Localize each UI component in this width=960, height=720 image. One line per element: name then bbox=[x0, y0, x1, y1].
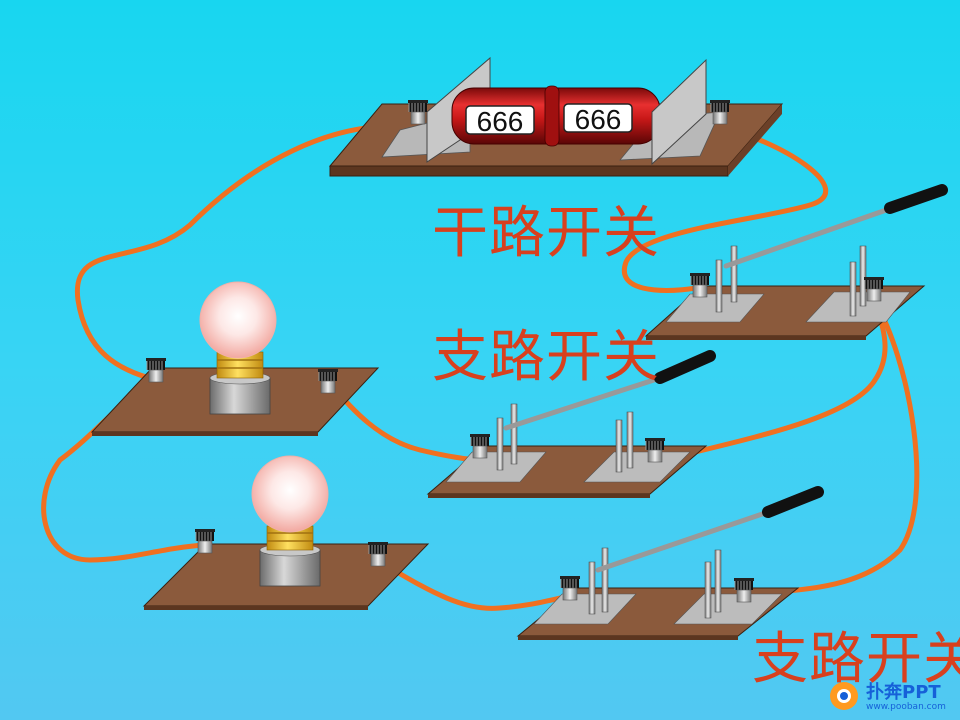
main-switch-label: 干路开关 bbox=[432, 201, 660, 266]
main-switch-handle[interactable] bbox=[884, 184, 948, 214]
branch-switch-2-terminal-right bbox=[733, 577, 755, 603]
branch-switch-1-lever[interactable] bbox=[503, 375, 663, 431]
branch-switch-2-label: 支路开关 bbox=[752, 627, 960, 692]
resistor-terminal-left bbox=[407, 99, 429, 125]
resistor-band-2: 666 bbox=[575, 104, 622, 135]
logo-url: www.pooban.com bbox=[866, 702, 946, 712]
resistor-band-1: 666 bbox=[477, 106, 524, 137]
wire-resistor-to-main-switch bbox=[621, 123, 829, 293]
wire-main-to-branch2 bbox=[741, 297, 920, 597]
bulb1-terminal-right bbox=[317, 368, 339, 394]
lamp-socket-2 bbox=[259, 525, 321, 587]
logo-brand: 扑奔PPT bbox=[866, 682, 941, 703]
lamp-socket-1 bbox=[209, 351, 271, 415]
bulb-board-2 bbox=[142, 455, 430, 610]
branch-switch-2-lever[interactable] bbox=[595, 509, 771, 573]
wire-bulb1-to-branch1 bbox=[327, 380, 483, 463]
resistor: 666 666 bbox=[451, 85, 661, 147]
branch-switch-1-terminal-right bbox=[644, 437, 666, 463]
site-logo: 扑奔PPT www.pooban.com bbox=[826, 678, 954, 716]
branch-switch-1-handle[interactable] bbox=[654, 350, 716, 384]
main-switch-terminal-left bbox=[689, 272, 711, 298]
main-switch-terminal-right bbox=[863, 276, 885, 302]
branch-switch-2-terminal-left bbox=[559, 575, 581, 601]
branch-switch-2[interactable] bbox=[516, 486, 824, 640]
bulb-2 bbox=[251, 455, 329, 533]
logo-mark-icon bbox=[830, 682, 858, 710]
wire-resistor-to-left-loop bbox=[74, 123, 411, 383]
branch-switch-2-handle[interactable] bbox=[762, 486, 824, 518]
bulb1-terminal-left bbox=[145, 357, 167, 383]
bulb2-terminal-right bbox=[367, 541, 389, 567]
resistor-right-bracket bbox=[651, 58, 707, 166]
bulb-board-1 bbox=[90, 281, 380, 436]
bulb2-terminal-left bbox=[194, 528, 216, 554]
branch-switch-1-terminal-left bbox=[469, 433, 491, 459]
bulb-1 bbox=[199, 281, 277, 359]
main-switch-lever[interactable] bbox=[723, 205, 895, 269]
main-switch[interactable] bbox=[644, 184, 948, 340]
resistor-terminal-right bbox=[709, 99, 731, 125]
wire-bulb2-to-branch2 bbox=[375, 558, 573, 611]
resistor-board: 666 666 bbox=[328, 56, 784, 177]
branch-switch-1[interactable] bbox=[426, 350, 716, 498]
branch-switch-1-label: 支路开关 bbox=[432, 325, 660, 390]
wire-branch1-to-main bbox=[652, 297, 888, 465]
